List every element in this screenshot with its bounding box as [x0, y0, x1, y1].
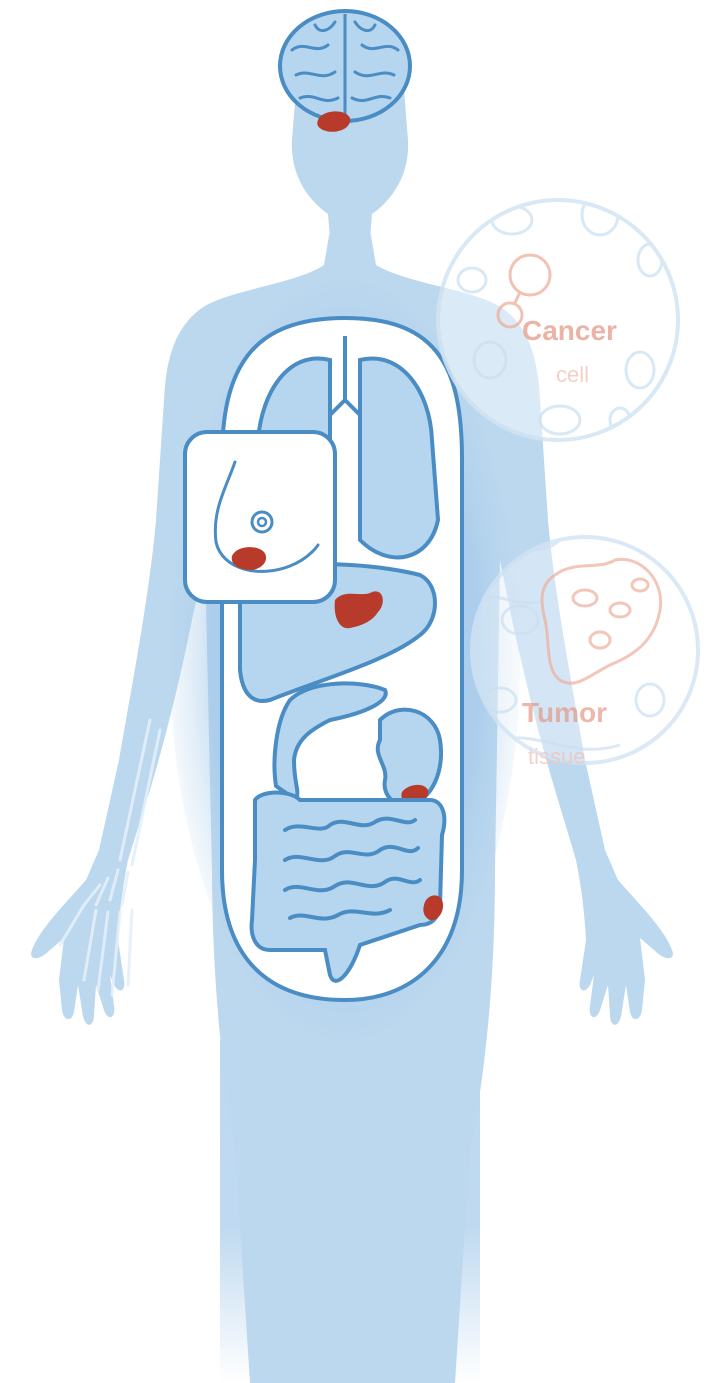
breast-inset-frame	[185, 432, 335, 602]
tumor-tissue-title: Tumor	[522, 697, 607, 728]
cancer-cell-callout: Cancer cell	[438, 195, 678, 440]
organ-panel	[222, 318, 462, 1000]
breast-tumor	[232, 547, 266, 570]
cancer-cell-title: Cancer	[522, 315, 617, 346]
tumor-tissue-subtitle: tissue	[528, 744, 585, 769]
breast-inset	[185, 432, 335, 602]
cancer-cell-subtitle: cell	[556, 362, 589, 387]
legs-fade	[220, 1040, 480, 1383]
